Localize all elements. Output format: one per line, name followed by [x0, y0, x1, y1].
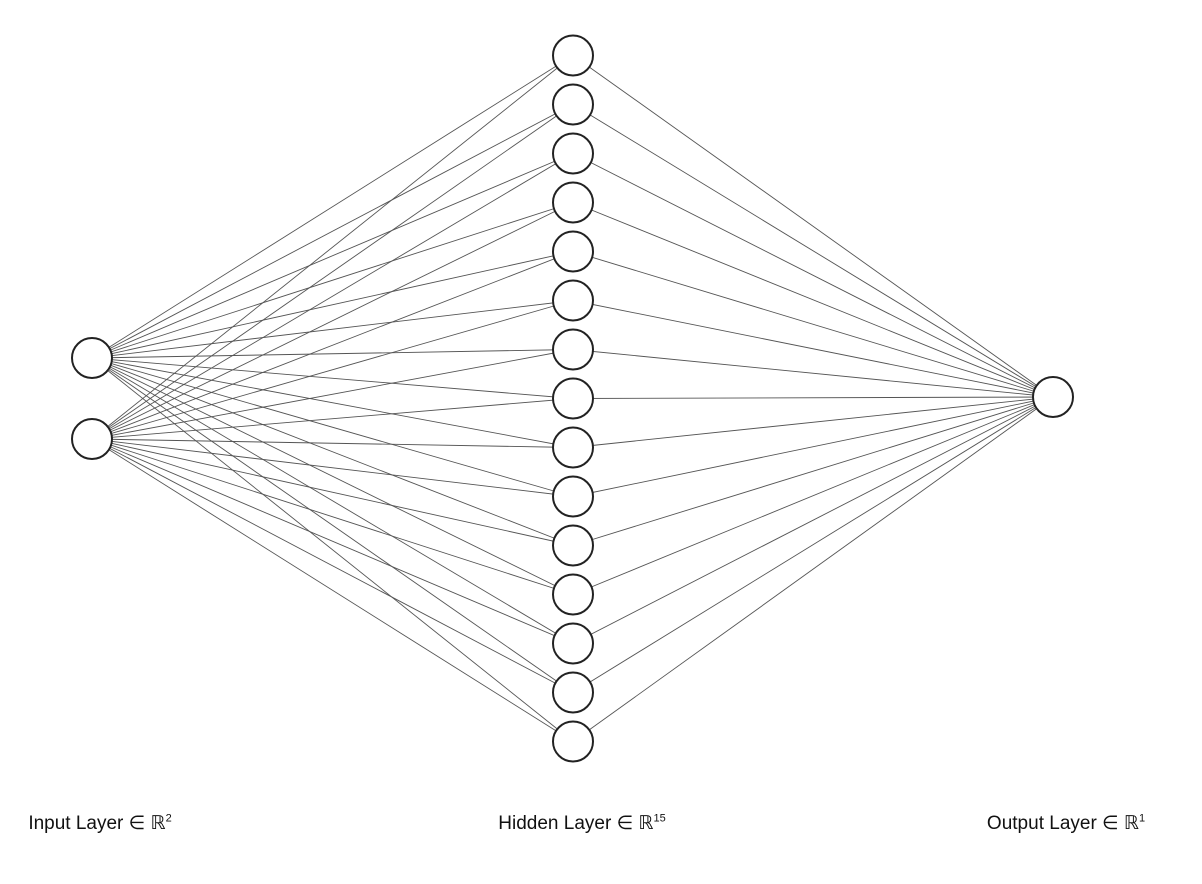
connection-edge: [572, 396, 1054, 448]
connection-edge: [572, 396, 1054, 742]
connection-edge: [91, 357, 574, 546]
connection-edge: [91, 438, 574, 595]
connection-edge: [572, 396, 1054, 644]
connection-edge: [91, 300, 574, 440]
hidden-node-7: [552, 328, 594, 371]
connection-edge: [572, 55, 1054, 398]
hidden-node-10: [552, 475, 594, 518]
hidden-node-4: [552, 181, 594, 224]
connection-edge: [91, 55, 574, 440]
input-node-1: [71, 337, 113, 379]
connection-edge: [572, 396, 1054, 497]
connection-edge: [91, 398, 574, 440]
connection-edge: [91, 349, 574, 359]
connection-edge: [91, 202, 574, 359]
output-node-1: [1032, 376, 1074, 418]
connection-edge: [91, 357, 574, 595]
connection-edge: [572, 396, 1054, 693]
connection-edge: [91, 438, 574, 693]
connection-edge: [572, 396, 1054, 399]
connection-edge: [91, 153, 574, 440]
input-node-2: [71, 418, 113, 460]
hidden-node-6: [552, 279, 594, 322]
hidden-node-14: [552, 671, 594, 714]
connection-edge: [91, 357, 574, 742]
connection-edge: [91, 357, 574, 399]
connection-edge: [91, 55, 574, 359]
connection-edge: [91, 438, 574, 448]
connection-edge: [91, 438, 574, 546]
connection-edge: [91, 202, 574, 440]
hidden-node-13: [552, 622, 594, 665]
output-layer-label: Output Layer ∈ ℝ1: [986, 812, 1146, 834]
connection-edge: [572, 104, 1054, 398]
hidden-layer-label: Hidden Layer ∈ ℝ15: [498, 812, 666, 834]
hidden-node-11: [552, 524, 594, 567]
hidden-node-8: [552, 377, 594, 420]
input-layer-label: Input Layer ∈ ℝ2: [28, 812, 172, 834]
hidden-node-3: [552, 132, 594, 175]
connection-edge: [572, 300, 1054, 398]
connection-edge: [91, 438, 574, 644]
hidden-node-5: [552, 230, 594, 273]
connection-edge: [91, 251, 574, 440]
connection-edge: [572, 251, 1054, 398]
connection-edge: [572, 349, 1054, 398]
connection-edge: [572, 153, 1054, 398]
hidden-node-1: [552, 34, 594, 77]
connection-edge: [91, 357, 574, 448]
connection-edge: [91, 104, 574, 359]
connection-edge: [91, 104, 574, 440]
connection-edge: [91, 357, 574, 693]
connection-edge: [91, 357, 574, 497]
hidden-node-9: [552, 426, 594, 469]
connection-edge: [572, 396, 1054, 595]
connection-edge: [572, 396, 1054, 546]
connection-edge: [91, 349, 574, 440]
connection-edge: [91, 153, 574, 359]
connection-edge: [572, 202, 1054, 398]
connection-edge: [91, 357, 574, 644]
connection-edge: [91, 438, 574, 742]
connection-edge: [91, 300, 574, 359]
hidden-node-12: [552, 573, 594, 616]
connection-edge: [91, 251, 574, 359]
hidden-node-2: [552, 83, 594, 126]
connection-edge: [91, 438, 574, 497]
hidden-node-15: [552, 720, 594, 763]
